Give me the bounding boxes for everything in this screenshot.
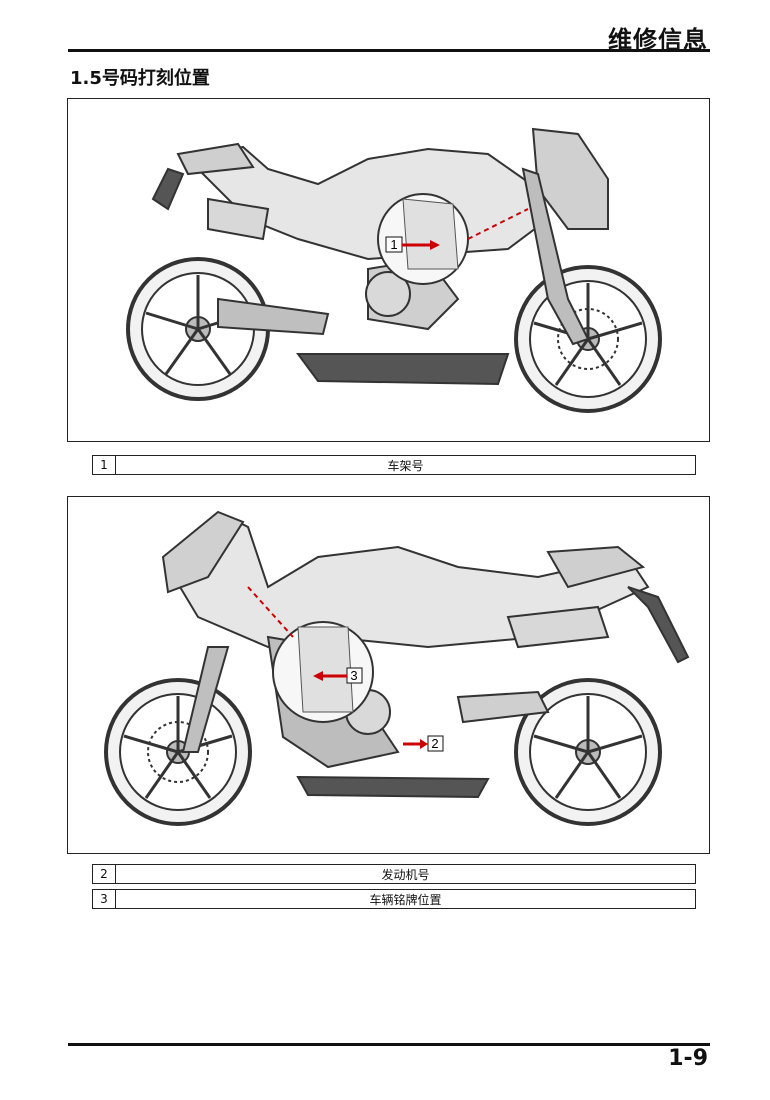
callout-3: 3 <box>350 668 357 683</box>
legend-row-frame-number: 1 车架号 <box>92 455 696 475</box>
rear-wheel <box>514 678 662 826</box>
legend-label: 车架号 <box>387 458 424 473</box>
page-number: 1-9 <box>668 1046 708 1071</box>
callout-1: 1 <box>390 237 397 252</box>
callout-2: 2 <box>431 736 438 751</box>
section-title: 1.5号码打刻位置 <box>70 68 210 89</box>
legend-number: 3 <box>93 890 116 908</box>
motorcycle-right-side-figure: 1 <box>67 98 710 442</box>
legend-row-nameplate: 3 车辆铭牌位置 <box>92 889 696 909</box>
legend-number: 1 <box>93 456 116 474</box>
motorcycle-left-side-figure: 3 2 <box>67 496 710 854</box>
footer-rule <box>68 1043 710 1046</box>
front-wheel <box>104 678 252 826</box>
legend-row-engine-number: 2 发动机号 <box>92 864 696 884</box>
legend-number: 2 <box>93 865 116 883</box>
header-rule <box>68 49 710 52</box>
legend-label: 发动机号 <box>381 867 430 882</box>
legend-label: 车辆铭牌位置 <box>369 892 442 907</box>
